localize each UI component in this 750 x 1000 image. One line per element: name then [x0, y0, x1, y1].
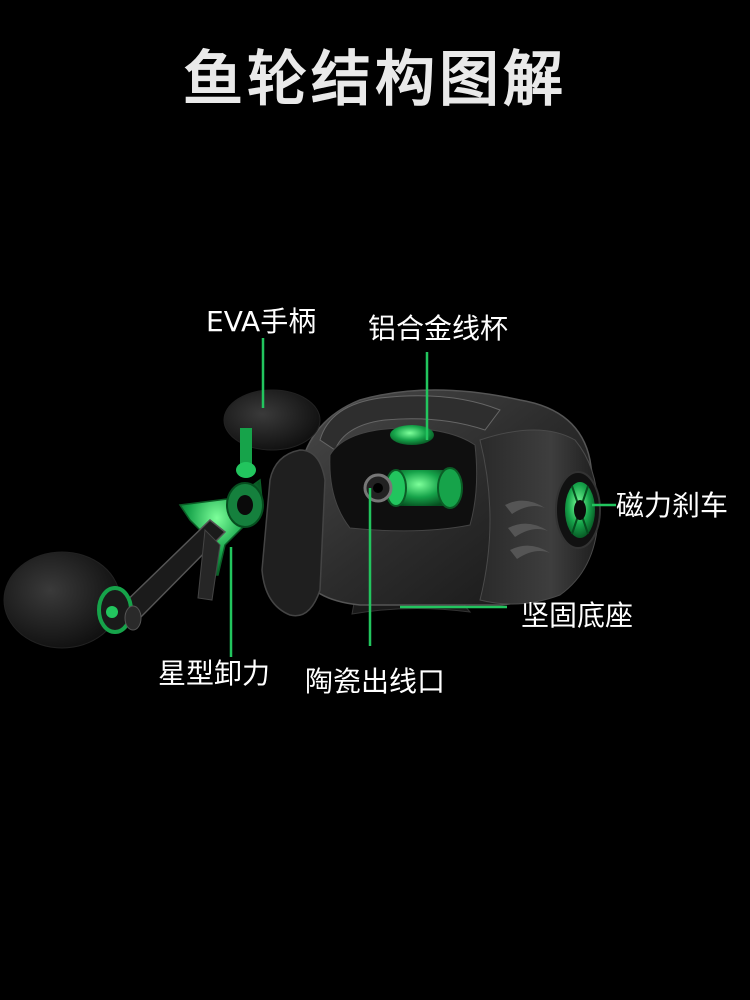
- label-star-drag: 星型卸力: [158, 657, 271, 690]
- label-ceramic-line-guide: 陶瓷出线口: [305, 665, 446, 698]
- label-magnetic-brake: 磁力刹车: [616, 489, 729, 522]
- page-title: 鱼轮结构图解: [183, 45, 567, 115]
- label-eva-handle: EVA手柄: [206, 305, 317, 338]
- eva-knob-upper: [223, 389, 321, 478]
- star-drag-graphic: [178, 478, 264, 576]
- reel-body: [299, 389, 601, 615]
- ceramic-line-guide-graphic: [363, 473, 393, 503]
- aluminum-spool-graphic: [385, 425, 463, 509]
- label-aluminum-spool: 铝合金线杯: [368, 312, 509, 345]
- label-solid-base: 坚固底座: [521, 599, 634, 632]
- eva-knob-lower: [3, 551, 142, 649]
- magnetic-brake-graphic: [555, 471, 601, 549]
- leader-lines: [229, 338, 616, 657]
- handle-side-plate: [261, 449, 326, 617]
